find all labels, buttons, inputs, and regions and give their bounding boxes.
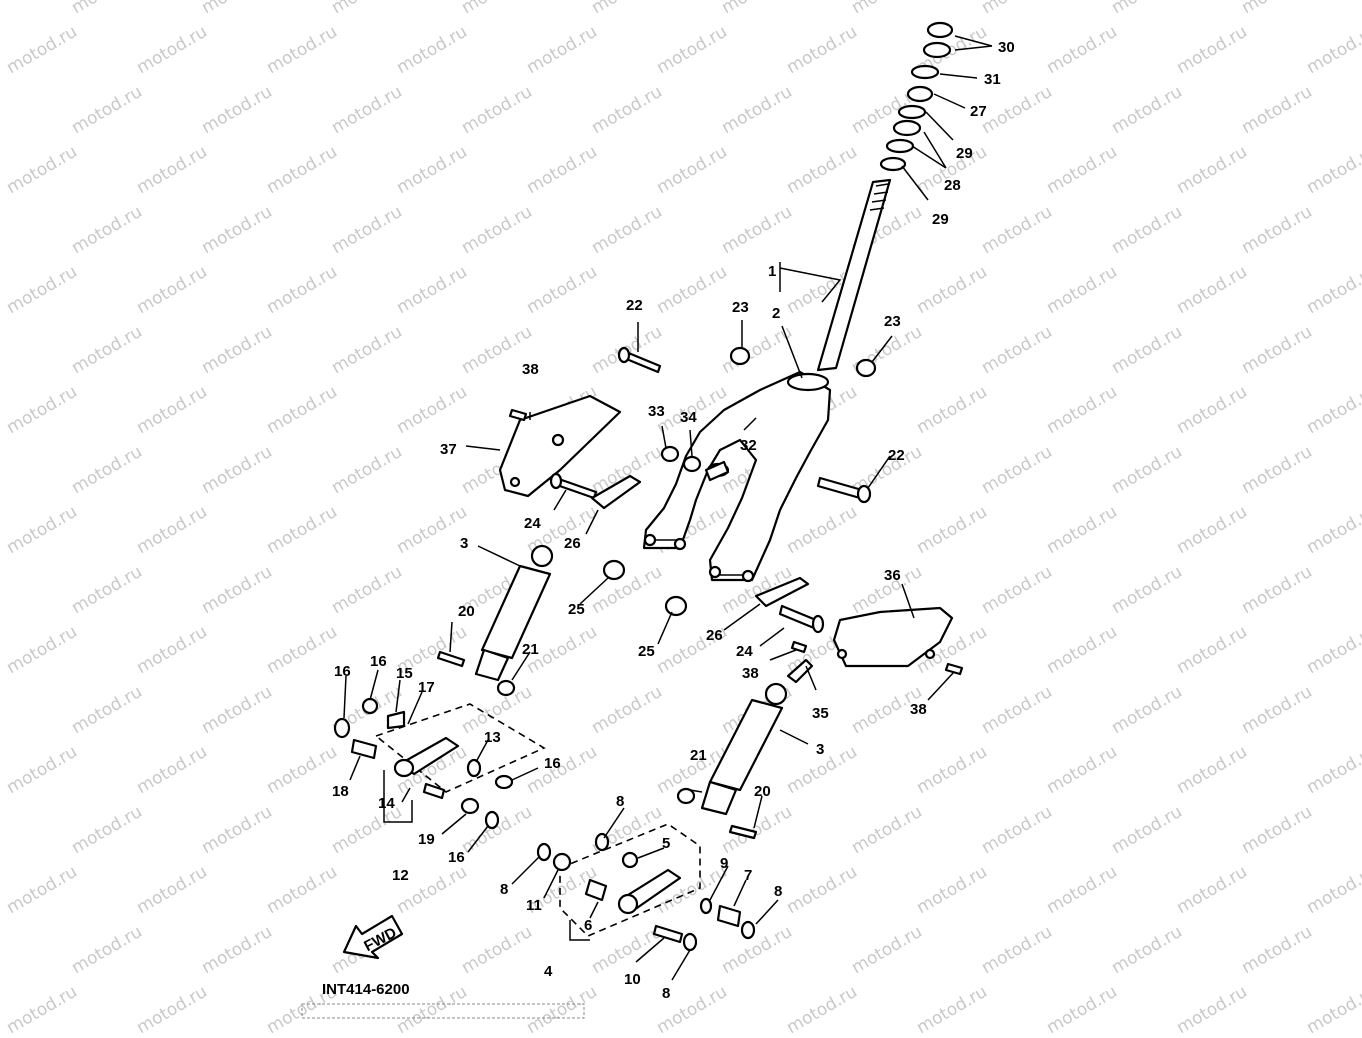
callout-8: 8 [500, 881, 508, 898]
callout-10: 10 [624, 971, 641, 988]
nut-23-left [729, 346, 751, 366]
bolt-24-left [549, 472, 642, 510]
shock-absorber-right [676, 682, 788, 840]
callout-13: 13 [484, 729, 501, 746]
callout-38: 38 [910, 701, 927, 718]
callout-9: 9 [720, 855, 728, 872]
callout-8: 8 [774, 883, 782, 900]
callout-33: 33 [648, 403, 665, 420]
bracket-37 [498, 394, 622, 498]
callout-2: 2 [772, 305, 780, 322]
callout-29: 29 [932, 211, 949, 228]
callout-7: 7 [744, 867, 752, 884]
nut-25-right [664, 595, 688, 617]
callout-31: 31 [984, 71, 1001, 88]
callout-24: 24 [736, 643, 753, 660]
bolt-22-upper [617, 346, 662, 374]
callout-20: 20 [458, 603, 475, 620]
callout-19: 19 [418, 831, 435, 848]
rear-bracket-right [536, 823, 756, 952]
callout-21: 21 [522, 641, 539, 658]
fwd-arrow-icon: FWD [342, 914, 404, 960]
callout-6: 6 [584, 917, 592, 934]
bracket-36 [832, 606, 964, 676]
callout-14: 14 [378, 795, 395, 812]
parts-33-34-32 [660, 445, 730, 482]
callout-36: 36 [884, 567, 901, 584]
callout-30: 30 [998, 39, 1015, 56]
callout-34: 34 [680, 409, 697, 426]
callout-4: 4 [544, 963, 553, 980]
callout-11: 11 [526, 897, 542, 914]
callout-16: 16 [544, 755, 561, 772]
nut-25-left [602, 559, 626, 581]
callout-12: 12 [392, 867, 409, 884]
steering-column [816, 178, 892, 372]
callout-26: 26 [706, 627, 723, 644]
callout-8: 8 [616, 793, 624, 810]
callout-21: 21 [690, 747, 707, 764]
callout-27: 27 [970, 103, 987, 120]
callout-16: 16 [448, 849, 465, 866]
bolt-22-lower [816, 476, 872, 504]
callout-24: 24 [524, 515, 541, 532]
callout-5: 5 [662, 835, 670, 852]
callout-3: 3 [816, 741, 824, 758]
callout-35: 35 [812, 705, 829, 722]
footer-artifact [301, 1003, 585, 1019]
callout-1: 1 [768, 263, 776, 280]
callout-22: 22 [626, 297, 643, 314]
callout-23: 23 [732, 299, 749, 316]
diagram-code: INT414-6200 [322, 981, 410, 998]
shock-absorber-left [436, 544, 554, 697]
rear-bracket-left [333, 697, 546, 830]
callout-23: 23 [884, 313, 901, 330]
leader-lines [343, 35, 993, 981]
callout-16: 16 [370, 653, 387, 670]
callout-25: 25 [568, 601, 585, 618]
callout-3: 3 [460, 535, 468, 552]
callout-16: 16 [334, 663, 351, 680]
callout-18: 18 [332, 783, 349, 800]
callout-37: 37 [440, 441, 457, 458]
fork-frame [642, 370, 832, 583]
callout-28: 28 [944, 177, 961, 194]
nut-23-right [855, 358, 877, 378]
plate-26-right [754, 576, 825, 634]
washer-stack [879, 21, 954, 172]
callout-32: 32 [740, 437, 757, 454]
callout-22: 22 [888, 447, 905, 464]
callout-26: 26 [564, 535, 581, 552]
callout-38: 38 [742, 665, 759, 682]
callout-15: 15 [396, 665, 413, 682]
callout-17: 17 [418, 679, 435, 696]
callout-20: 20 [754, 783, 771, 800]
callout-25: 25 [638, 643, 655, 660]
callout-29: 29 [956, 145, 973, 162]
part-35 [786, 640, 814, 684]
callout-38: 38 [522, 361, 539, 378]
callout-8: 8 [662, 985, 670, 1002]
